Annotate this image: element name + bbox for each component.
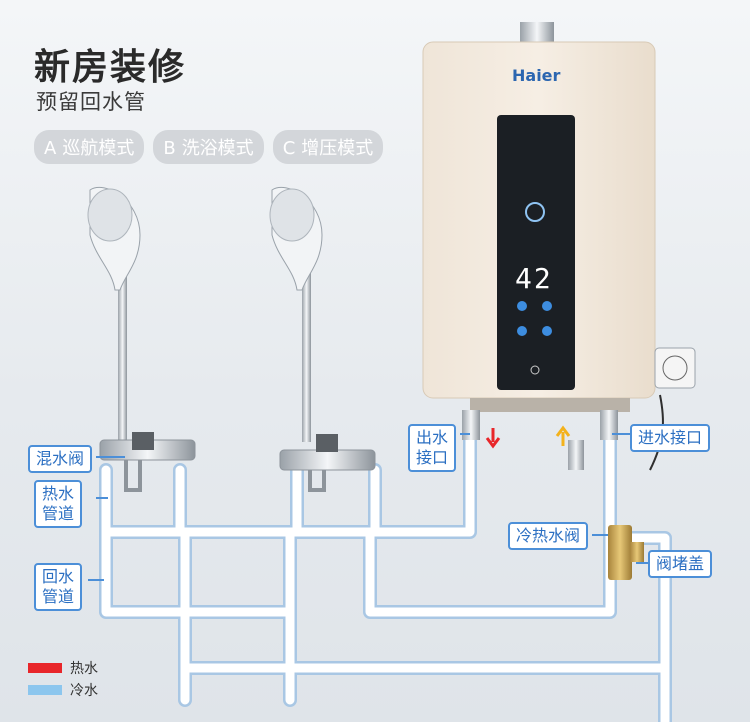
legend-hot-swatch <box>28 663 62 673</box>
callout-mixing-valve: 混水阀 <box>28 445 93 473</box>
heater-brand-logo: Haier <box>512 66 561 85</box>
legend-cold: 冷水 <box>28 680 98 700</box>
callout-cap: 阀堵盖 <box>648 550 713 578</box>
callout-lines <box>88 433 648 581</box>
page-title: 新房装修 <box>34 47 187 88</box>
shower-right <box>269 186 376 492</box>
shower-left <box>87 186 196 492</box>
legend-hot: 热水 <box>28 658 98 678</box>
hot-outlet-arrow <box>485 428 501 449</box>
callout-inlet: 进水接口 <box>630 424 711 452</box>
cold-inlet-arrow <box>555 425 571 446</box>
callout-return-pipe: 回水 管道 <box>34 563 83 611</box>
water-heater <box>422 22 656 470</box>
pipe-network <box>99 413 672 722</box>
callout-outlet: 出水 接口 <box>408 424 457 472</box>
page-subtitle: 预留回水管 <box>36 90 146 114</box>
callout-hot-pipe: 热水 管道 <box>34 480 83 528</box>
callout-cold-hot-valve: 冷热水阀 <box>508 522 589 550</box>
cold-hot-valve <box>608 525 644 580</box>
heater-temperature-display: 42 <box>515 262 553 295</box>
legend-cold-swatch <box>28 685 62 695</box>
